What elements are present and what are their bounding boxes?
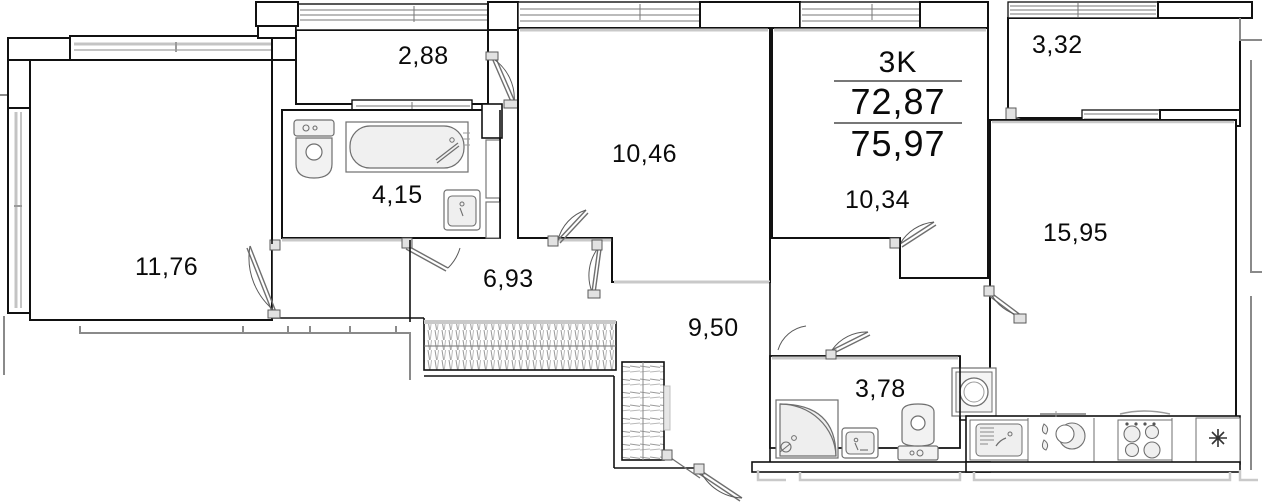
kitchen-sink [969, 419, 1029, 461]
dishwasher-dishes [1040, 411, 1086, 451]
door-living-room-left [246, 239, 281, 319]
title-block: 3K 72,87 75,97 [834, 48, 962, 162]
area-label-living-room-left: 11,76 [135, 253, 199, 281]
room-living-room-left [7, 3, 297, 321]
bottom-left-rail [79, 326, 411, 380]
toilet-main-bathroom [293, 119, 335, 179]
area-label-bedroom-center: 10,46 [612, 140, 678, 168]
door-hall-wardrobe [661, 449, 701, 479]
shower-cabin [775, 399, 839, 459]
area-label-loggia-top-right: 3,32 [1032, 31, 1083, 59]
door-kitchen-living [983, 285, 1027, 324]
door-corridor-to-hall [587, 239, 603, 299]
title-rooms-count: 3K [878, 46, 918, 79]
refrigerator [1195, 417, 1241, 463]
neighbour-outlines [0, 60, 1262, 470]
windows-top-center [517, 1, 989, 35]
toilet-second-bathroom [897, 403, 939, 461]
kitchen-counter-run [965, 410, 1241, 465]
wardrobe-hallway [621, 361, 671, 461]
washbasin-main-bathroom [443, 189, 481, 231]
door-bathroom-main [401, 237, 461, 272]
room-bathroom-main [281, 103, 503, 239]
room-bathroom-second [769, 355, 997, 461]
door-hall-to-bathroom [777, 325, 807, 351]
title-rule-top [834, 80, 962, 82]
washbasin-second-bathroom [841, 427, 879, 459]
area-label-bathroom-main: 4,15 [372, 181, 423, 209]
door-bedroom-right [889, 221, 937, 249]
area-label-hall-corridor: 6,93 [483, 265, 534, 293]
door-bedroom-center [547, 209, 589, 247]
cooktop-four-burner [1117, 410, 1173, 461]
area-label-hallway-entry: 9,50 [688, 314, 739, 342]
bottom-outer-wall [751, 461, 1258, 482]
door-bathroom-second [825, 331, 871, 360]
area-label-kitchen-living: 15,95 [1043, 219, 1109, 247]
bathtub [345, 121, 470, 173]
washing-machine [951, 367, 997, 417]
door-entrance [693, 463, 743, 502]
area-label-bedroom-right: 10,34 [845, 186, 911, 214]
room-hall-corridor [272, 244, 410, 318]
title-area-living: 72,87 [850, 81, 946, 122]
room-loggia-top-left [255, 1, 519, 123]
area-label-bathroom-second: 3,78 [855, 375, 906, 403]
title-rule-bottom [834, 122, 962, 124]
area-label-loggia-top-left: 2,88 [398, 42, 449, 70]
wardrobe-corridor [423, 320, 617, 371]
title-area-total: 75,97 [850, 123, 946, 164]
room-kitchen-living [989, 119, 1237, 449]
wall-stubs [271, 28, 989, 356]
